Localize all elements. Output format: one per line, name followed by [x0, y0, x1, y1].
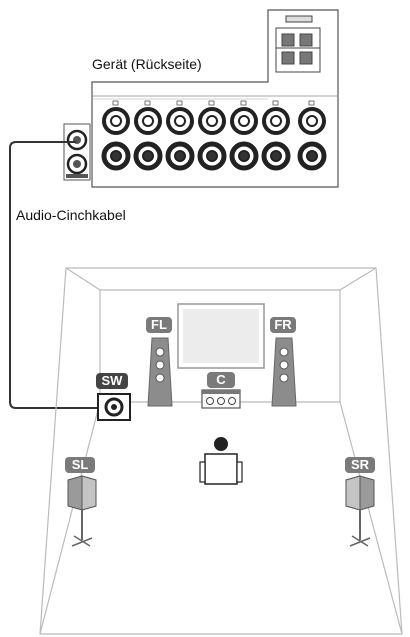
upper-terminal-block — [275, 15, 321, 73]
terminal-post — [197, 141, 227, 171]
speaker-terminals — [101, 100, 327, 171]
fr-tag: FR — [270, 317, 296, 333]
surround-left-speaker — [67, 475, 97, 547]
terminal-post — [298, 107, 326, 135]
front-right-speaker — [271, 337, 297, 407]
terminal-marker — [112, 100, 119, 106]
terminal-marker — [176, 100, 183, 106]
terminal-post — [133, 141, 163, 171]
terminal-post — [165, 141, 195, 171]
room — [39, 267, 403, 635]
c-tag: C — [207, 372, 235, 388]
audio-cable — [9, 141, 98, 409]
sr-tag: SR — [345, 457, 375, 473]
terminal-post — [166, 107, 194, 135]
terminal-post — [297, 141, 327, 171]
receiver-rear-panel — [63, 9, 339, 188]
terminal-marker — [144, 100, 151, 106]
terminal-post — [229, 141, 259, 171]
device-rear-caption: Gerät (Rückseite) — [92, 56, 202, 72]
surround-right-speaker — [345, 475, 375, 547]
terminal-marker — [240, 100, 247, 106]
sl-tag: SL — [65, 457, 95, 473]
terminal-post — [262, 107, 290, 135]
cable-caption: Audio-Cinchkabel — [16, 207, 126, 223]
terminal-marker — [272, 100, 279, 106]
terminal-post — [134, 107, 162, 135]
listener — [199, 437, 243, 485]
terminal-post — [230, 107, 258, 135]
terminal-marker — [308, 100, 315, 106]
subwoofer — [97, 393, 131, 421]
terminal-post — [261, 141, 291, 171]
terminal-marker — [208, 100, 215, 106]
subwoofer-preout-jacks — [63, 123, 91, 181]
terminal-post — [101, 141, 131, 171]
sw-tag: SW — [96, 373, 128, 389]
terminal-post — [102, 107, 130, 135]
front-left-speaker — [147, 337, 173, 407]
center-speaker — [201, 389, 241, 409]
fl-tag: FL — [146, 317, 172, 333]
tv — [177, 303, 265, 369]
terminal-post — [198, 107, 226, 135]
